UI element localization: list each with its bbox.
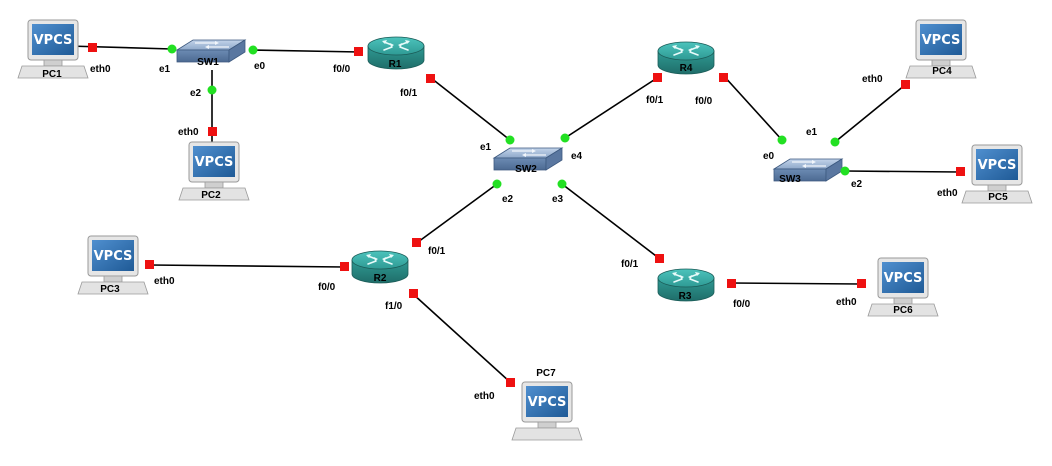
port-indicator-red: [653, 73, 662, 82]
link-r2-pc7[interactable]: [412, 293, 511, 383]
vpcs-screen-text: VPCS: [34, 33, 73, 48]
device-label-pc7: PC7: [536, 368, 556, 379]
device-label-pc5: PC5: [988, 192, 1008, 203]
port-indicator-red: [719, 73, 728, 82]
device-pc3[interactable]: VPCS: [77, 235, 149, 295]
port-indicator-red: [208, 127, 217, 136]
port-label: eth0: [154, 276, 175, 287]
device-label-pc3: PC3: [100, 284, 120, 295]
device-label-sw3: SW3: [779, 174, 801, 185]
port-label: e2: [851, 179, 863, 190]
link-sw2-r3[interactable]: [561, 183, 661, 260]
link-r3-pc6[interactable]: [730, 282, 861, 285]
port-indicator-red: [145, 260, 154, 269]
vpcs-screen-text: VPCS: [94, 249, 133, 264]
port-indicator-green: [248, 45, 258, 55]
device-label-pc6: PC6: [893, 305, 913, 316]
port-label: f0/0: [333, 64, 351, 75]
port-indicator-red: [655, 254, 664, 263]
port-label: f0/1: [400, 88, 418, 99]
computer-icon: [511, 381, 583, 441]
vpcs-screen-text: VPCS: [528, 395, 567, 410]
port-label: eth0: [836, 297, 857, 308]
port-indicator-green: [207, 85, 217, 95]
link-r4-sw3[interactable]: [722, 74, 783, 141]
port-label: f0/0: [695, 96, 713, 107]
port-indicator-green: [840, 166, 850, 176]
link-sw2-r4[interactable]: [564, 77, 658, 139]
port-indicator-red: [956, 167, 965, 176]
port-labels: eth0 e1 e0 e2 eth0 f0/0 f0/1 e1 e4 e2 e3…: [90, 61, 958, 402]
port-label: e0: [763, 151, 775, 162]
port-label: f1/0: [385, 301, 403, 312]
link-sw3-pc5[interactable]: [844, 170, 961, 173]
port-indicator-green: [777, 135, 787, 145]
port-indicator-green: [830, 137, 840, 147]
port-label: e3: [552, 194, 564, 205]
port-indicator-green: [505, 135, 515, 145]
port-indicator-red: [354, 47, 363, 56]
device-label-pc1: PC1: [42, 69, 62, 80]
port-indicator-green: [492, 179, 502, 189]
port-indicators: [88, 43, 965, 387]
port-indicator-red: [412, 238, 421, 247]
port-label: f0/1: [428, 246, 446, 257]
port-indicator-red: [901, 80, 910, 89]
port-indicator-green: [560, 133, 570, 143]
port-label: e1: [480, 142, 492, 153]
device-pc4[interactable]: VPCS: [905, 19, 977, 79]
port-label: eth0: [178, 127, 199, 138]
device-label-pc2: PC2: [201, 190, 221, 201]
device-label-sw1: SW1: [197, 57, 219, 68]
port-label: eth0: [474, 391, 495, 402]
port-label: f0/0: [733, 299, 751, 310]
link-pc3-r2[interactable]: [149, 264, 345, 268]
device-pc2[interactable]: VPCS: [178, 141, 250, 201]
link-sw2-r2[interactable]: [417, 183, 498, 243]
device-label-r4: R4: [680, 63, 693, 74]
device-pc7[interactable]: VPCS: [511, 381, 583, 441]
port-indicator-red: [340, 262, 349, 271]
port-indicator-green: [557, 179, 567, 189]
port-label: eth0: [862, 74, 883, 85]
device-label-r2: R2: [374, 273, 387, 284]
vpcs-screen-text: VPCS: [922, 33, 961, 48]
port-label: e1: [806, 127, 818, 138]
port-label: eth0: [90, 64, 111, 75]
device-pc1[interactable]: VPCS: [17, 19, 89, 79]
port-label: e0: [254, 61, 266, 72]
port-label: e2: [190, 88, 202, 99]
port-indicator-red: [727, 279, 736, 288]
port-label: e2: [502, 194, 514, 205]
device-pc5[interactable]: VPCS: [961, 144, 1033, 204]
link-pc1-sw1[interactable]: [67, 45, 173, 50]
port-label: f0/1: [646, 95, 664, 106]
port-label: e1: [159, 64, 171, 75]
link-sw3-pc4[interactable]: [834, 84, 906, 143]
vpcs-screen-text: VPCS: [978, 158, 1017, 173]
device-label-sw2: SW2: [515, 164, 537, 175]
device-label-pc4: PC4: [932, 66, 952, 77]
link-r1-sw2[interactable]: [430, 77, 511, 141]
device-label-r3: R3: [679, 291, 692, 302]
port-indicator-red: [88, 43, 97, 52]
device-pc6[interactable]: VPCS: [867, 257, 939, 317]
device-label-r1: R1: [389, 59, 402, 70]
port-indicator-red: [506, 378, 515, 387]
port-label: f0/1: [621, 259, 639, 270]
port-indicator-green: [167, 44, 177, 54]
vpcs-screen-text: VPCS: [195, 155, 234, 170]
port-label: eth0: [937, 188, 958, 199]
port-indicator-red: [409, 289, 418, 298]
port-indicator-red: [426, 74, 435, 83]
vpcs-screen-text: VPCS: [884, 271, 923, 286]
device-name-labels: PC1 PC2 PC3 PC4 PC5 PC6 PC7 SW1 SW2 SW3 …: [42, 57, 1008, 379]
links-layer: [67, 45, 961, 383]
port-label: f0/0: [318, 282, 336, 293]
port-indicator-red: [857, 279, 866, 288]
port-label: e4: [571, 151, 583, 162]
link-sw1-r1[interactable]: [252, 49, 361, 53]
